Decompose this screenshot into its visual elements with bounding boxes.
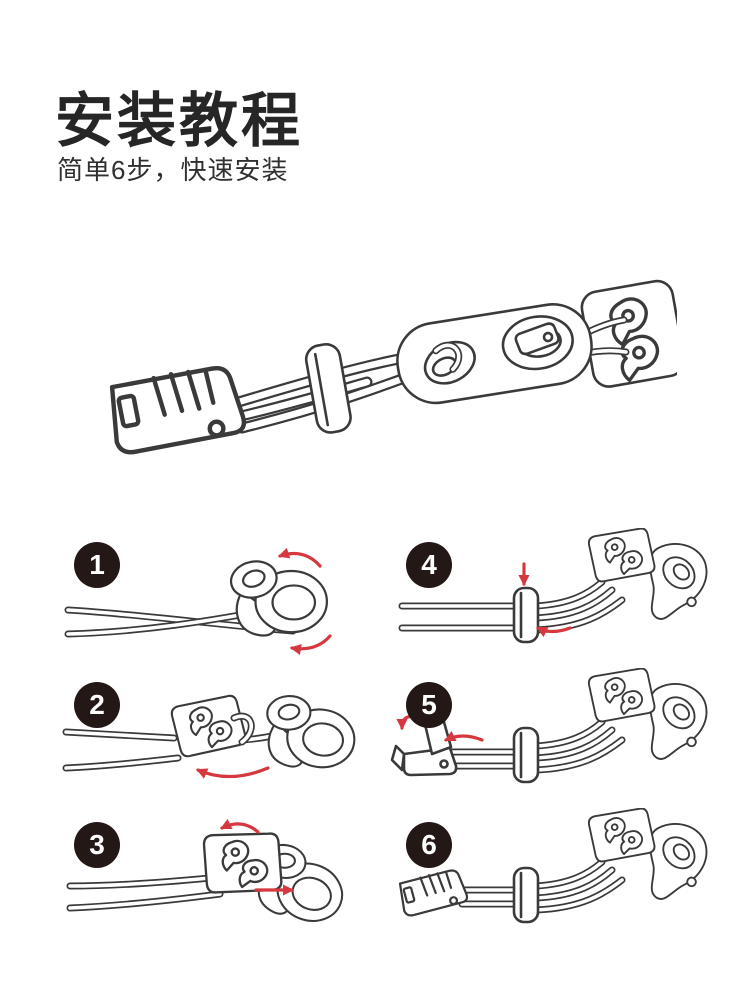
cords (446, 718, 626, 774)
step-6-illustration (398, 808, 722, 924)
step-number: 3 (89, 829, 105, 860)
step-6: 6 (390, 808, 722, 948)
step-number: 6 (421, 829, 437, 860)
step-number-badge: 1 (74, 542, 120, 588)
step-4-illustration (398, 528, 722, 644)
hook-loop-piece (226, 556, 329, 637)
cords (398, 578, 626, 634)
end-clip-buckle (108, 361, 248, 460)
step-number-badge: 4 (406, 542, 452, 588)
cord-loop-over-lock (230, 712, 255, 746)
red-arrows (277, 547, 332, 655)
slider-ring (512, 586, 540, 644)
red-arrows (196, 766, 270, 779)
slider-ring (304, 343, 352, 434)
step-number-badge: 3 (74, 822, 120, 868)
step-1: 1 (58, 528, 390, 668)
cords (66, 874, 224, 912)
cord-lock (201, 829, 285, 897)
step-3: 3 (58, 808, 390, 948)
step-4: 4 (390, 528, 722, 668)
cord-lock (171, 695, 247, 758)
steps-grid: 1 4 (58, 528, 722, 948)
red-arrows (518, 562, 572, 637)
step-2-illustration (62, 687, 361, 779)
step-3-illustration (66, 819, 356, 934)
end-clip-buckle (398, 869, 469, 917)
step-number-badge: 5 (406, 682, 452, 728)
page-title: 安装教程 (55, 87, 304, 154)
slider-ring (512, 726, 540, 784)
step-5: 5 (390, 668, 722, 808)
step-number-badge: 6 (406, 822, 452, 868)
step-number-badge: 2 (74, 682, 120, 728)
step-1-illustration (64, 547, 332, 655)
page-subtitle: 简单6步，快速安装 (57, 155, 289, 185)
end-connector-plate (580, 279, 677, 388)
step-number: 4 (421, 549, 437, 580)
step-number: 1 (89, 549, 105, 580)
central-cord-lock (396, 303, 593, 405)
step-2: 2 (58, 668, 390, 808)
slider-ring (512, 866, 540, 924)
hook-loop-piece (256, 687, 361, 776)
step-number: 2 (89, 689, 105, 720)
cords (456, 858, 626, 914)
step-number: 5 (421, 689, 437, 720)
red-arrows (220, 819, 295, 896)
hero-product-illustration (92, 279, 677, 477)
